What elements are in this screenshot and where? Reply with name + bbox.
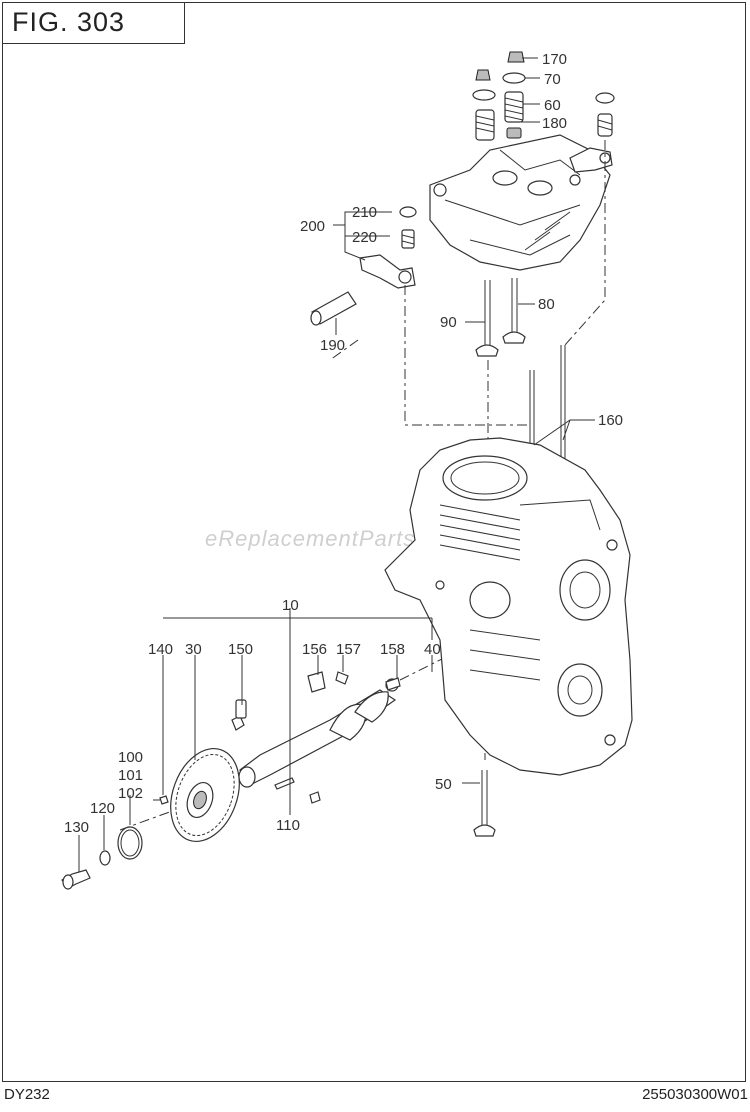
callout-180: 180 — [542, 115, 567, 132]
callout-50: 50 — [435, 776, 452, 793]
model-number: DY232 — [4, 1086, 50, 1103]
crankcase — [384, 437, 633, 776]
callout-60: 60 — [544, 97, 561, 114]
callout-40: 40 — [424, 641, 441, 658]
valve-springs — [475, 91, 613, 141]
governor-parts — [231, 671, 401, 731]
callout-100: 100 — [118, 749, 143, 766]
callout-170: 170 — [542, 51, 567, 68]
callout-158: 158 — [380, 641, 405, 658]
callout-150: 150 — [228, 641, 253, 658]
cylinder-head — [429, 134, 611, 271]
callout-102: 102 — [118, 785, 143, 802]
callout-110: 110 — [276, 817, 300, 834]
callout-200: 200 — [300, 218, 325, 235]
callout-120: 120 — [90, 800, 115, 817]
leader-lines — [78, 57, 595, 872]
callout-140: 140 — [148, 641, 173, 658]
valve-retainer-keepers — [472, 51, 615, 104]
callout-210: 210 — [352, 204, 377, 221]
callout-10: 10 — [282, 597, 299, 614]
bottom-valve — [473, 770, 496, 837]
callout-30: 30 — [185, 641, 202, 658]
valves — [475, 278, 526, 357]
callout-labels: 170 70 60 180 200 210 220 80 90 190 160 … — [64, 51, 623, 836]
camshaft-gear — [170, 747, 240, 843]
callout-190: 190 — [320, 337, 345, 354]
figure-title: FIG. 303 — [2, 2, 185, 44]
rocker-shaft — [310, 291, 357, 326]
callout-70: 70 — [544, 71, 561, 88]
diagram-code: 255030300W01 — [642, 1086, 748, 1103]
callout-220: 220 — [352, 229, 377, 246]
callout-101: 101 — [118, 767, 143, 784]
camshaft — [238, 678, 399, 788]
rocker-arms — [359, 147, 613, 289]
callout-156: 156 — [302, 641, 327, 658]
callout-90: 90 — [440, 314, 457, 331]
callout-130: 130 — [64, 819, 89, 836]
callout-160: 160 — [598, 412, 623, 429]
callout-157: 157 — [336, 641, 361, 658]
small-fasteners — [61, 777, 321, 890]
callout-80: 80 — [538, 296, 555, 313]
diagram-frame — [2, 2, 746, 1082]
